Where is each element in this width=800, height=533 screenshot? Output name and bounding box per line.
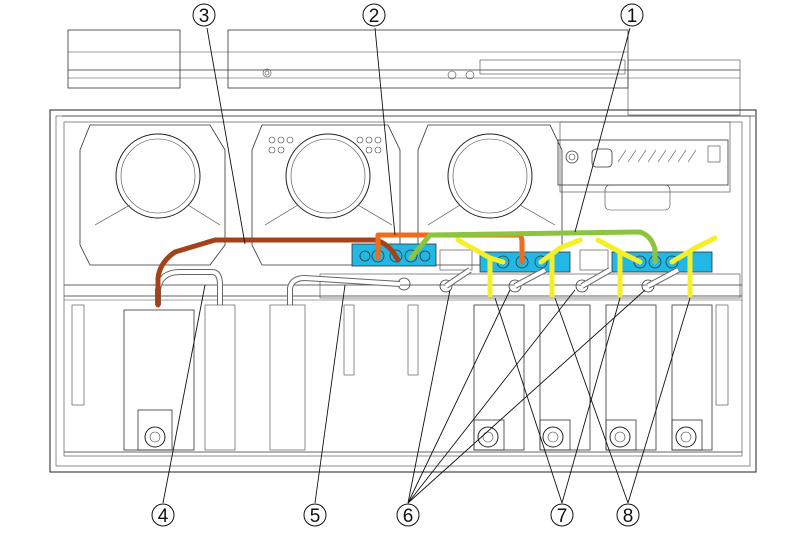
callout-6-label: 6 <box>403 506 414 527</box>
leader-6d <box>407 289 646 504</box>
leader-2 <box>374 27 396 236</box>
rf-modules <box>71 304 729 451</box>
fan-1 <box>79 124 226 266</box>
leader-6b <box>407 289 511 504</box>
blue-bracket-2 <box>479 251 571 273</box>
gray-cables <box>155 267 680 305</box>
leader-7b <box>561 297 621 504</box>
callout-7-label: 7 <box>557 506 568 527</box>
callout-8-label: 8 <box>623 506 634 527</box>
leader-6a <box>407 289 451 504</box>
leader-6c <box>407 289 576 504</box>
fan-3 <box>417 124 563 266</box>
callout-8: 8 <box>616 503 640 527</box>
leader-5 <box>314 284 346 504</box>
top-cover <box>62 29 755 117</box>
chassis-frame <box>49 109 757 473</box>
callouts: 1 2 3 4 5 6 7 8 <box>151 3 644 527</box>
callout-2: 2 <box>362 3 386 27</box>
callout-4: 4 <box>151 503 175 527</box>
leader-8b <box>627 297 691 504</box>
leader-1 <box>574 27 631 233</box>
green-cable <box>408 229 658 265</box>
callout-2-label: 2 <box>369 6 380 27</box>
callout-3: 3 <box>192 3 216 27</box>
callout-3-label: 3 <box>199 6 210 27</box>
blue-connector-brackets <box>351 243 713 273</box>
leader-4 <box>162 284 206 504</box>
leader-8a <box>554 297 629 504</box>
card-rail <box>64 273 742 301</box>
callout-1-label: 1 <box>627 6 638 27</box>
leader-3 <box>206 27 246 245</box>
callout-5: 5 <box>303 503 327 527</box>
leader-7a <box>494 297 563 504</box>
colored-cables <box>155 229 718 308</box>
callout-5-label: 5 <box>310 506 321 527</box>
leader-lines <box>162 27 691 504</box>
brown-cable <box>155 237 401 308</box>
power-bracket <box>557 121 731 211</box>
callout-7: 7 <box>550 503 574 527</box>
yellow-cables <box>455 235 718 298</box>
callout-4-label: 4 <box>158 506 169 527</box>
callout-1: 1 <box>620 3 644 27</box>
callout-6: 6 <box>396 503 420 527</box>
